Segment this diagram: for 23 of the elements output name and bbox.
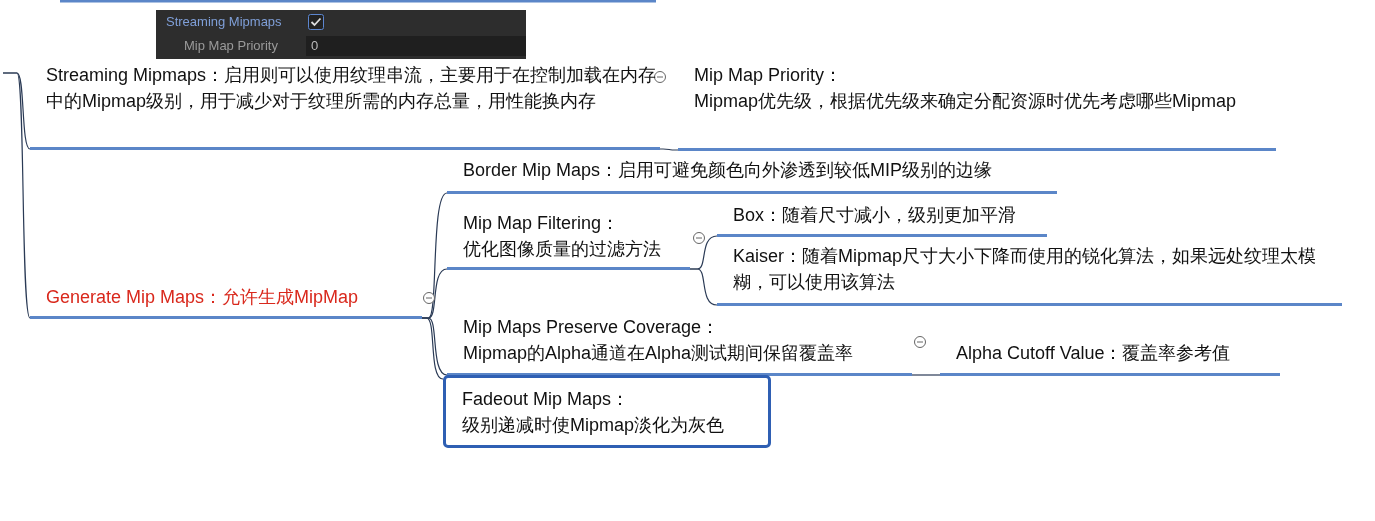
topic-text: Mipmap的Alpha通道在Alpha测试期间保留覆盖率: [463, 342, 855, 365]
topic-text: Kaiser：随着Mipmap尺寸大小下降而使用的锐化算法，如果远处纹理太模糊，可以使用该算法: [733, 245, 1318, 294]
topic-text: Alpha Cutoff Value：覆盖率参考值: [956, 342, 1232, 365]
connector: [911, 374, 941, 376]
setting-label: Streaming Mipmaps: [166, 14, 282, 30]
topic-heading: Mip Map Priority：: [694, 64, 844, 87]
connector: [2, 72, 31, 319]
connector: [689, 268, 718, 306]
selected-topic-box: [443, 375, 771, 448]
topic-heading: Mip Map Filtering：: [463, 212, 621, 235]
topic-text: Box：随着尺寸减小，级别更加平滑: [733, 204, 1018, 227]
topic-text: Border Mip Maps：启用可避免颜色向外渗透到较低MIP级别的边缘: [463, 159, 994, 182]
topic-heading: Fadeout Mip Maps：: [462, 388, 631, 411]
topic-text: 优化图像质量的过滤方法: [463, 238, 662, 261]
topic-text: Mipmap优先级，根据优先级来确定分配资源时优先考虑哪些Mipmap: [694, 90, 1238, 113]
setting-label: Mip Map Priority: [184, 38, 278, 54]
topic-text: Streaming Mipmaps：启用则可以使用纹理串流，主要用于在控制加载在内存中的Mipmap级别，用于减少对于纹理所需的内存总量，用性能换内存: [46, 64, 658, 113]
topic-text: 级别递减时使Mipmap淡化为灰色: [462, 414, 726, 437]
connector: [659, 148, 679, 151]
topic-text: Generate Mip Maps：允许生成MipMap: [46, 286, 360, 309]
topic-heading: Mip Maps Preserve Coverage：: [463, 316, 721, 339]
topic: [940, 340, 1280, 376]
input-field: 0: [306, 36, 526, 56]
